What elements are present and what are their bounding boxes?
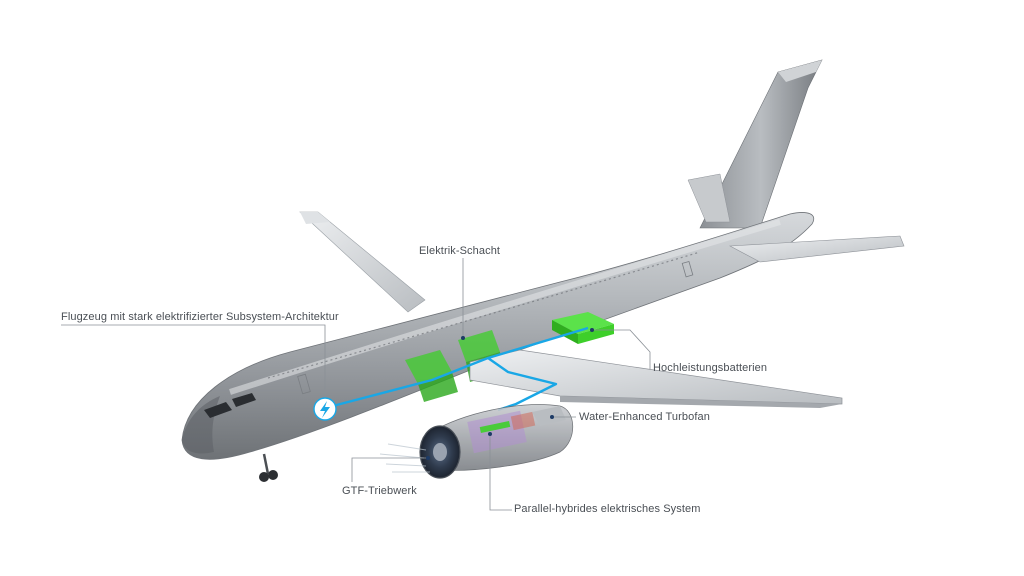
leader-dots	[426, 328, 594, 460]
gtf-engine	[379, 404, 574, 479]
leader-hybrid	[489, 434, 512, 511]
lightning-bolt-icon	[313, 397, 337, 421]
leader-gtf	[351, 457, 428, 482]
engine-core	[467, 410, 536, 454]
battery-pack	[552, 312, 614, 344]
label-electric-shaft: Elektrik-Schacht	[419, 245, 501, 257]
label-gtf-engine: GTF-Triebwerk	[342, 485, 417, 497]
leader-lines	[61, 258, 651, 511]
nose-landing-gear	[259, 453, 278, 482]
leader-batteries	[592, 329, 651, 369]
near-wing	[469, 349, 843, 408]
label-architecture: Flugzeug mit stark elektrifizierter Subs…	[61, 311, 339, 323]
power-lines	[324, 326, 589, 412]
label-batteries: Hochleistungsbatterien	[653, 362, 768, 374]
near-stabilizer	[728, 235, 905, 263]
leader-architecture	[61, 324, 326, 397]
fuselage	[181, 212, 815, 460]
far-wing	[299, 211, 426, 313]
label-water-turbofan: Water-Enhanced Turbofan	[579, 411, 710, 423]
label-hybrid-system: Parallel-hybrides elektrisches System	[514, 503, 701, 515]
far-stabilizer	[687, 173, 731, 223]
